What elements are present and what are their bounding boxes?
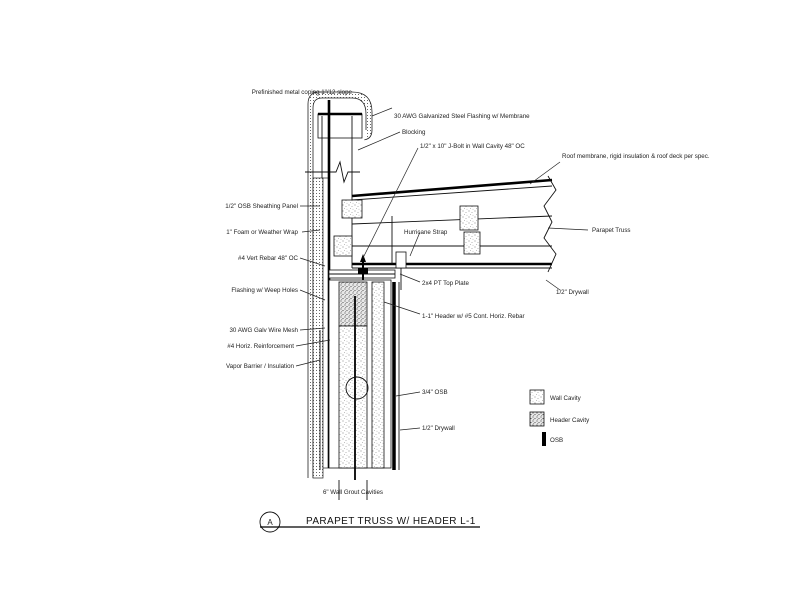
label-galv-wire: 30 AWG Galv Wire Mesh [229,327,298,334]
label-parapet-truss: Parapet Truss [592,227,631,234]
label-top-plate: 2x4 PT Top Plate [422,280,469,287]
wall-core-dimension [338,480,368,500]
legend-swatch-osb [542,432,546,446]
label-flashing-side: Flashing w/ Weep Holes [231,287,298,294]
blocking-blocks [333,199,481,257]
leader-lines [295,91,589,431]
lower-wall [319,279,400,480]
label-horiz-reinf: #4 Horiz. Reinforcement [227,343,294,350]
legend: Wall Cavity Header Cavity OSB [529,389,590,446]
label-top-note: Prefinished metal coping 1"/12 slope [252,89,353,96]
label-wall-core: 6" Wall Grout Cavities [323,489,383,496]
label-roof-membrane: Roof membrane, rigid insulation & roof d… [562,153,710,160]
hurricane-strap [395,251,407,290]
label-blocking: Blocking [402,129,426,136]
label-flashing-membrane: 30 AWG Galvanized Steel Flashing w/ Memb… [394,113,530,120]
label-drywall-top: 1/2" Drywall [556,289,589,296]
legend-label-wall-cavity: Wall Cavity [550,395,582,402]
legend-label-header-cavity: Header Cavity [550,417,590,424]
legend-label-osb: OSB [550,437,563,444]
label-vert-rebar: #4 Vert Rebar 48" OC [238,255,299,262]
detail-title: PARAPET TRUSS W/ HEADER L-1 [306,516,476,527]
label-hurricane-strap: Hurricane Strap [404,229,448,236]
label-drywall-bottom: 1/2" Drywall [422,425,455,432]
annotations: Prefinished metal coping 1"/12 slope 30 … [225,89,710,496]
detail-marker-letter: A [267,518,273,527]
title-block: A PARAPET TRUSS W/ HEADER L-1 [259,511,480,533]
label-osb-panel: 1/2" OSB Sheathing Panel [225,203,298,210]
label-jbolt: 1/2" x 10" J-Bolt in Wall Cavity 48" OC [420,143,525,150]
label-wall-insulation: Vapor Barrier / Insulation [226,363,295,370]
legend-swatch-header-cavity [529,411,545,427]
legend-swatch-wall-cavity [529,389,545,405]
break-line [305,160,360,184]
label-osb-34: 3/4" OSB [422,389,448,396]
roof-structure [351,175,557,273]
label-header: 1-1" Header w/ #5 Cont. Horiz. Rebar [422,313,525,320]
label-foam-wrap: 1" Foam or Weather Wrap [226,229,298,236]
